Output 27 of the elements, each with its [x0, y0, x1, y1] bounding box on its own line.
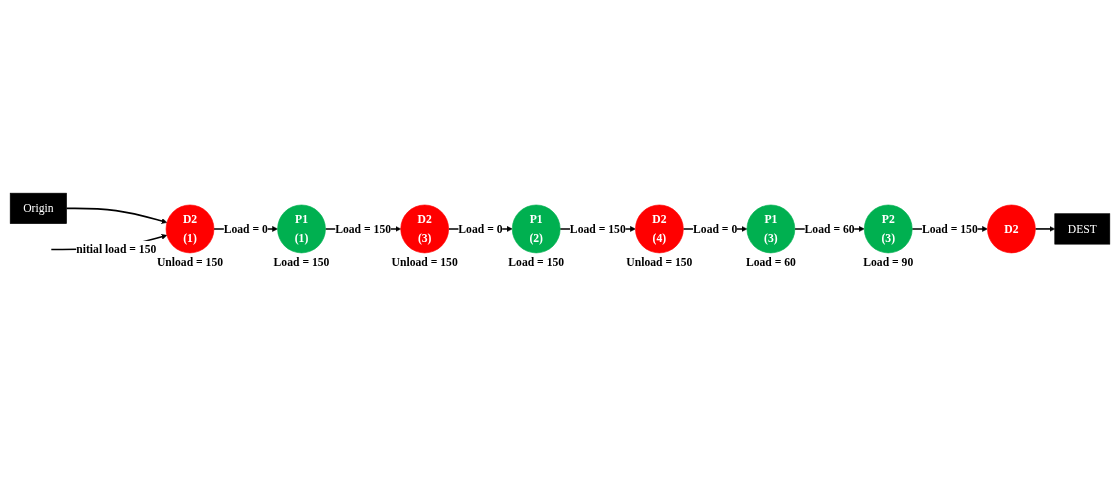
arrow: [65, 207, 168, 224]
stop-circle: D2 (3): [400, 204, 449, 254]
stop-circle: P2 (3): [863, 204, 913, 254]
stop-circle: P1 (1): [277, 204, 326, 254]
node-caption: Load = 150: [273, 255, 330, 269]
node-caption: Unload = 150: [626, 255, 693, 269]
edge-label: Load = 0: [693, 222, 738, 235]
edge-label: Load = 150: [569, 222, 626, 235]
stop-circle: P1 (2): [511, 204, 561, 254]
arrow: [1034, 226, 1056, 232]
node-caption: Unload = 150: [391, 255, 458, 269]
stop-circle: D2 (1): [165, 204, 215, 254]
edge-label: Load = 150: [335, 222, 392, 235]
stop-circle: D2 (4): [635, 204, 684, 254]
stop-circle: D2: [987, 204, 1036, 254]
node-caption: Load = 60: [745, 255, 796, 269]
edge-label: Load = 150: [921, 222, 978, 235]
terminal-box: Origin: [9, 192, 67, 224]
node-caption: Load = 90: [863, 255, 914, 269]
terminal-box: DEST: [1054, 213, 1111, 245]
stop-circle: P1 (3): [746, 204, 796, 254]
edge-label: Load = 0: [458, 222, 503, 235]
edge-label: Load = 0: [223, 222, 268, 235]
edge-label: nitial load = 150: [76, 242, 157, 256]
node-caption: Load = 150: [508, 255, 565, 269]
edge-label: Load = 60: [804, 222, 855, 235]
node-caption: Unload = 150: [156, 255, 224, 269]
